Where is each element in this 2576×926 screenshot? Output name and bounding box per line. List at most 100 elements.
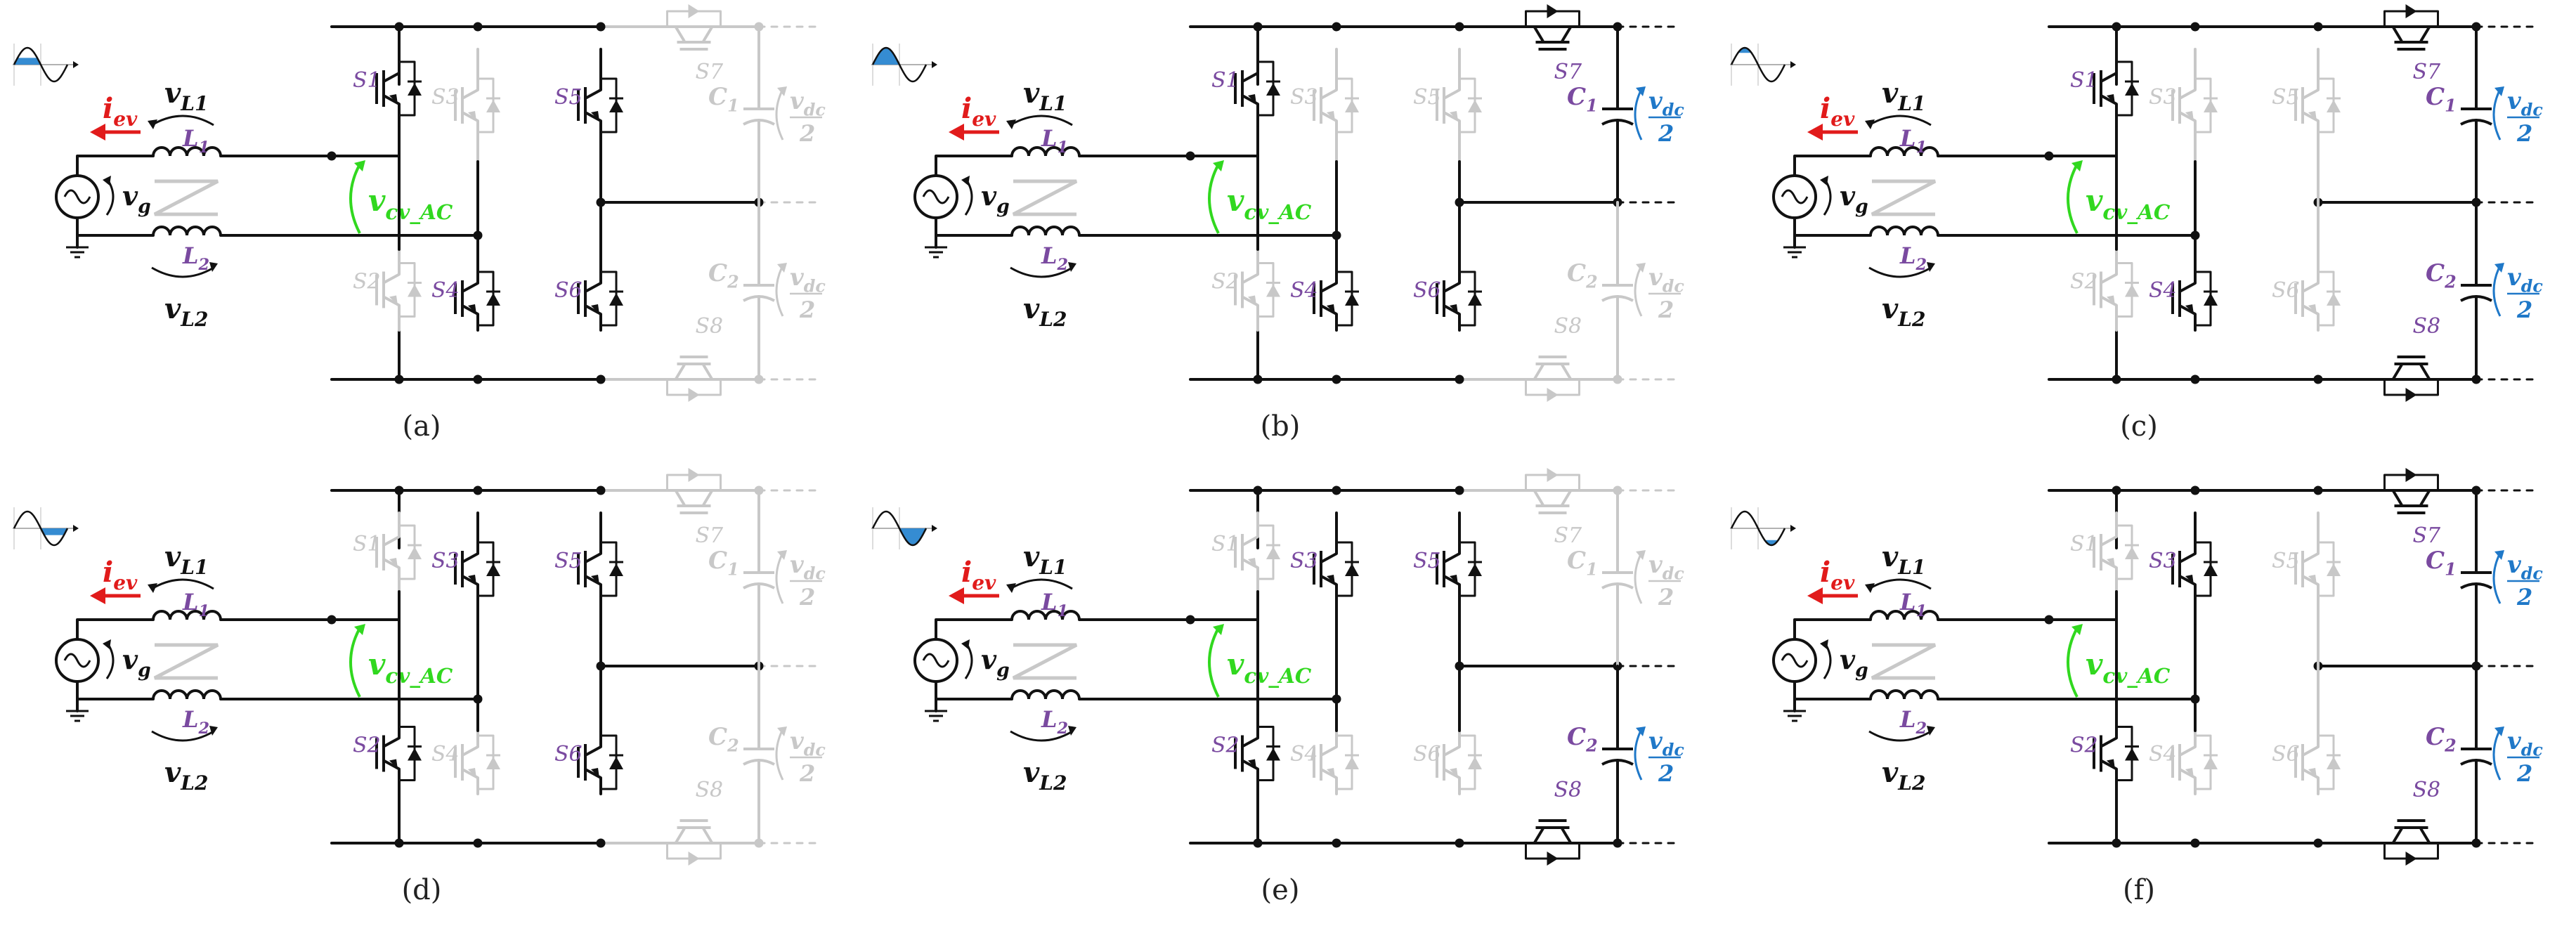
vl2-arc: [151, 266, 214, 278]
grid-voltage-label-subscript: g: [996, 196, 1010, 218]
inductor-l2: [1010, 226, 1081, 236]
igbt-emitter-arrow: [591, 111, 599, 121]
igbt-emitter-arrow: [468, 304, 476, 314]
junction-dot: [1613, 485, 1622, 495]
magnetic-core: [153, 643, 219, 680]
junction-dot: [2313, 485, 2323, 495]
igbt-emitter-arrow: [468, 768, 476, 778]
switch-s6: S6: [1413, 729, 1482, 795]
vcv-label-base: v: [2086, 647, 2103, 682]
junction-dot: [2190, 22, 2200, 32]
switch-s7: S7: [2345, 4, 2478, 84]
igbt-emitter: [1241, 558, 1259, 593]
capacitor-plate-curved: [1601, 759, 1634, 766]
capacitor-label-c2-base: C: [708, 259, 727, 287]
vl2-label-base: v: [164, 292, 181, 325]
capacitor-label-c2-subscript: 2: [1585, 273, 1598, 292]
vl2-arrowhead: [1068, 726, 1076, 736]
switch-s5: S5: [1413, 48, 1482, 163]
vl1-arrowhead: [1006, 119, 1016, 129]
hswitch-left: [2345, 489, 2403, 506]
vg-arrowhead: [961, 639, 970, 649]
waveform-highlight: [1764, 540, 1778, 545]
igbt-collector: [1320, 511, 1338, 563]
capacitor-plate-curved: [1601, 119, 1634, 126]
vdc-denominator: 2: [799, 120, 815, 147]
vl2-arrowhead: [1068, 262, 1076, 272]
switch-label-s4: S4: [431, 742, 460, 767]
switch-s7: S7: [2345, 468, 2478, 548]
igbt-collector: [461, 511, 479, 563]
igbt-emitter: [1241, 94, 1259, 129]
vdc-label-base: v: [1648, 727, 1663, 755]
hswitch-right: [2419, 25, 2478, 42]
switch-label-s1: S1: [2070, 532, 2098, 556]
igbt-emitter-arrow: [2107, 558, 2115, 568]
diode-triangle: [2204, 757, 2218, 769]
igbt-emitter: [1320, 111, 1338, 163]
waveform-axis-arrow: [1790, 61, 1796, 68]
vl1-label: vL1: [1882, 77, 1925, 115]
igbt-collector: [1320, 266, 1338, 293]
magnetic-core: [1871, 179, 1937, 216]
source-bottom-wire: [935, 216, 1013, 237]
vdc-denominator: 2: [1658, 760, 1674, 787]
inductor-l1-label-subscript: 1: [199, 602, 210, 620]
waveform-icon: [1730, 44, 1796, 86]
inductor-l2-label: L2: [1041, 706, 1068, 738]
hswitch-right: [702, 489, 760, 506]
vdc-label-base: v: [2507, 727, 2522, 755]
junction-dot: [2471, 374, 2481, 384]
vl2-label-subscript: L2: [1897, 771, 1925, 795]
vl2-label-base: v: [1882, 292, 1899, 325]
switch-label-s1: S1: [1211, 68, 1240, 93]
vcv-arc: [2067, 164, 2079, 234]
grid-voltage-label: vg: [122, 180, 151, 218]
switch-s5: S5: [554, 511, 623, 627]
inductor-l1: [1869, 610, 1939, 620]
inductor-l1-label: L1: [182, 589, 209, 620]
diode-triangle: [2125, 547, 2139, 559]
inductor-l1: [1010, 146, 1081, 157]
switch-label-s8: S8: [696, 778, 724, 802]
igbt-emitter: [382, 94, 401, 129]
vdc-label: vdc: [790, 727, 826, 760]
vdc-denominator: 2: [799, 760, 815, 787]
inductor-l2-label-subscript: 2: [1057, 256, 1069, 274]
current-arrow-head: [949, 124, 964, 141]
vg-arrowhead: [961, 176, 970, 185]
hswitch-left: [1486, 489, 1544, 506]
vcv-label-base: v: [368, 183, 386, 218]
igbt-collector: [382, 511, 401, 547]
switch-s5: S5: [2272, 48, 2341, 163]
hswitch-right: [2419, 364, 2478, 381]
junction-dot: [473, 485, 483, 495]
vl2-label-base: v: [1023, 292, 1040, 325]
vdc-label-base: v: [1648, 87, 1663, 115]
source-bottom-wire: [76, 680, 155, 700]
igbt-emitter-arrow: [1248, 558, 1256, 568]
junction-dot: [1455, 22, 1464, 32]
igbt-emitter-arrow: [1450, 111, 1458, 121]
current-label: iev: [103, 556, 138, 594]
vdc-denominator: 2: [799, 584, 815, 611]
switch-s2: S2: [353, 712, 422, 795]
inductor-l2: [1869, 226, 1939, 236]
magnetic-core: [153, 179, 219, 216]
igbt-collector: [2100, 48, 2118, 83]
diode-triangle: [2204, 293, 2218, 306]
igbt-emitter: [584, 575, 602, 627]
switch-s8: S8: [627, 314, 760, 402]
hswitch-diode-tri: [688, 388, 700, 402]
vg-arrowhead: [103, 176, 111, 185]
switch-label-s7: S7: [2413, 523, 2442, 548]
inductor-l1-label-subscript: 1: [1916, 602, 1927, 620]
ac-source-sine: [63, 189, 91, 204]
capacitor-label-c2-base: C: [708, 723, 727, 751]
igbt-emitter-arrow: [2185, 111, 2194, 121]
